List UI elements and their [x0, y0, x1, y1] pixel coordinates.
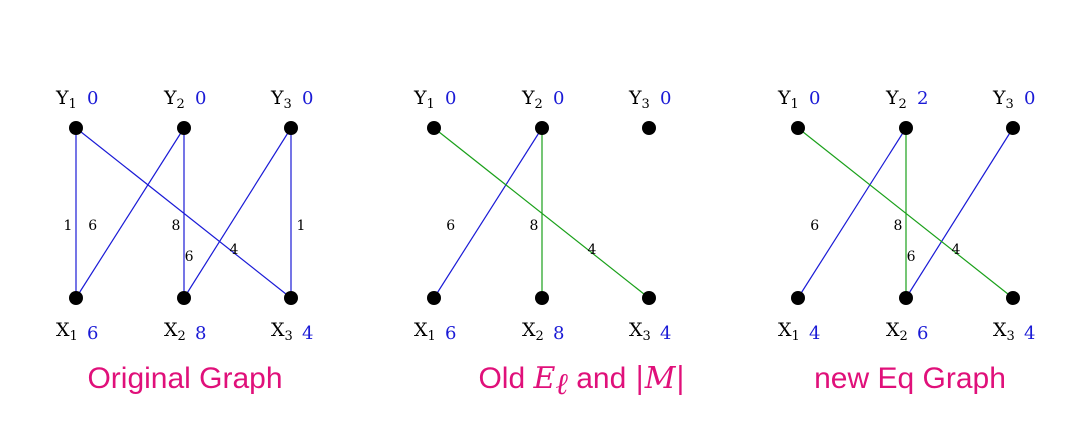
node-value-y1: 0 — [809, 88, 820, 109]
edge-weight-y1-x3: 4 — [952, 242, 961, 258]
edge-weight-y2-x2: 8 — [894, 218, 903, 234]
node-y2 — [177, 121, 191, 135]
node-x1 — [791, 291, 805, 305]
node-label-x2: X2 — [522, 319, 544, 344]
node-value-x1: 4 — [809, 323, 820, 344]
edge-y1-x3 — [433, 127, 650, 299]
edge-weight-y2-x1: 6 — [446, 218, 455, 234]
node-label-x2: X2 — [164, 319, 186, 344]
node-value-x3: 4 — [1024, 323, 1035, 344]
node-x1 — [69, 291, 83, 305]
node-value-y1: 0 — [87, 88, 98, 109]
node-x3 — [1006, 291, 1020, 305]
node-x3 — [642, 291, 656, 305]
edge-y1-x3 — [797, 127, 1014, 299]
edge-weight-y2-x2: 8 — [172, 218, 181, 234]
node-label-x3: X3 — [271, 319, 293, 344]
node-x2 — [899, 291, 913, 305]
node-y2 — [899, 121, 913, 135]
node-value-y3: 0 — [660, 88, 671, 109]
node-value-x2: 8 — [553, 323, 564, 344]
node-label-y3: Y3 — [992, 87, 1014, 112]
node-y1 — [69, 121, 83, 135]
edge-weight-y2-x2: 8 — [530, 218, 539, 234]
edge-weight-y2-x1: 6 — [810, 218, 819, 234]
node-label-x2: X2 — [886, 319, 908, 344]
node-y3 — [284, 121, 298, 135]
node-value-y2: 0 — [195, 88, 206, 109]
node-value-x1: 6 — [445, 323, 456, 344]
graph-caption-3: new Eq Graph — [814, 362, 1006, 395]
node-label-x1: X1 — [778, 319, 800, 344]
node-label-y1: Y1 — [55, 87, 77, 112]
edge-y2-x1 — [75, 127, 185, 299]
node-label-y3: Y3 — [270, 87, 292, 112]
edge-y1-x3 — [75, 127, 292, 299]
node-label-x3: X3 — [629, 319, 651, 344]
node-y1 — [427, 121, 441, 135]
edge-weight-y1-x3: 4 — [230, 242, 239, 258]
graph-caption-1: Original Graph — [87, 362, 282, 395]
node-y1 — [791, 121, 805, 135]
node-x2 — [177, 291, 191, 305]
edge-weight-y2-x1: 6 — [88, 218, 97, 234]
edge-y3-x2 — [905, 127, 1014, 299]
node-value-y1: 0 — [445, 88, 456, 109]
graph-caption-2: Old Eℓ and |M| — [478, 361, 685, 402]
edge-weight-y3-x2: 6 — [185, 249, 194, 265]
node-label-x3: X3 — [993, 319, 1015, 344]
node-y3 — [1006, 121, 1020, 135]
node-label-y2: Y2 — [163, 87, 185, 112]
node-y2 — [535, 121, 549, 135]
node-value-y3: 0 — [1024, 88, 1035, 109]
edge-weight-y3-x2: 6 — [907, 249, 916, 265]
node-value-y2: 0 — [553, 88, 564, 109]
node-value-x2: 6 — [917, 323, 928, 344]
node-value-x3: 4 — [302, 323, 313, 344]
node-x2 — [535, 291, 549, 305]
node-x1 — [427, 291, 441, 305]
edge-y3-x2 — [183, 127, 292, 299]
node-y3 — [642, 121, 656, 135]
edge-y2-x1 — [797, 127, 907, 299]
node-value-y3: 0 — [302, 88, 313, 109]
node-label-y2: Y2 — [885, 87, 907, 112]
node-label-y3: Y3 — [628, 87, 650, 112]
node-value-x1: 6 — [87, 323, 98, 344]
node-label-y1: Y1 — [777, 87, 799, 112]
node-value-y2: 2 — [917, 88, 928, 109]
node-label-x1: X1 — [56, 319, 78, 344]
node-value-x3: 4 — [660, 323, 671, 344]
node-label-y2: Y2 — [521, 87, 543, 112]
edge-weight-y3-x3: 1 — [297, 218, 306, 234]
edge-weight-y1-x3: 4 — [588, 242, 597, 258]
node-value-x2: 8 — [195, 323, 206, 344]
node-label-y1: Y1 — [413, 87, 435, 112]
edge-y2-x1 — [433, 127, 543, 299]
node-x3 — [284, 291, 298, 305]
node-label-x1: X1 — [414, 319, 436, 344]
edge-weight-y1-x1: 1 — [64, 218, 73, 234]
